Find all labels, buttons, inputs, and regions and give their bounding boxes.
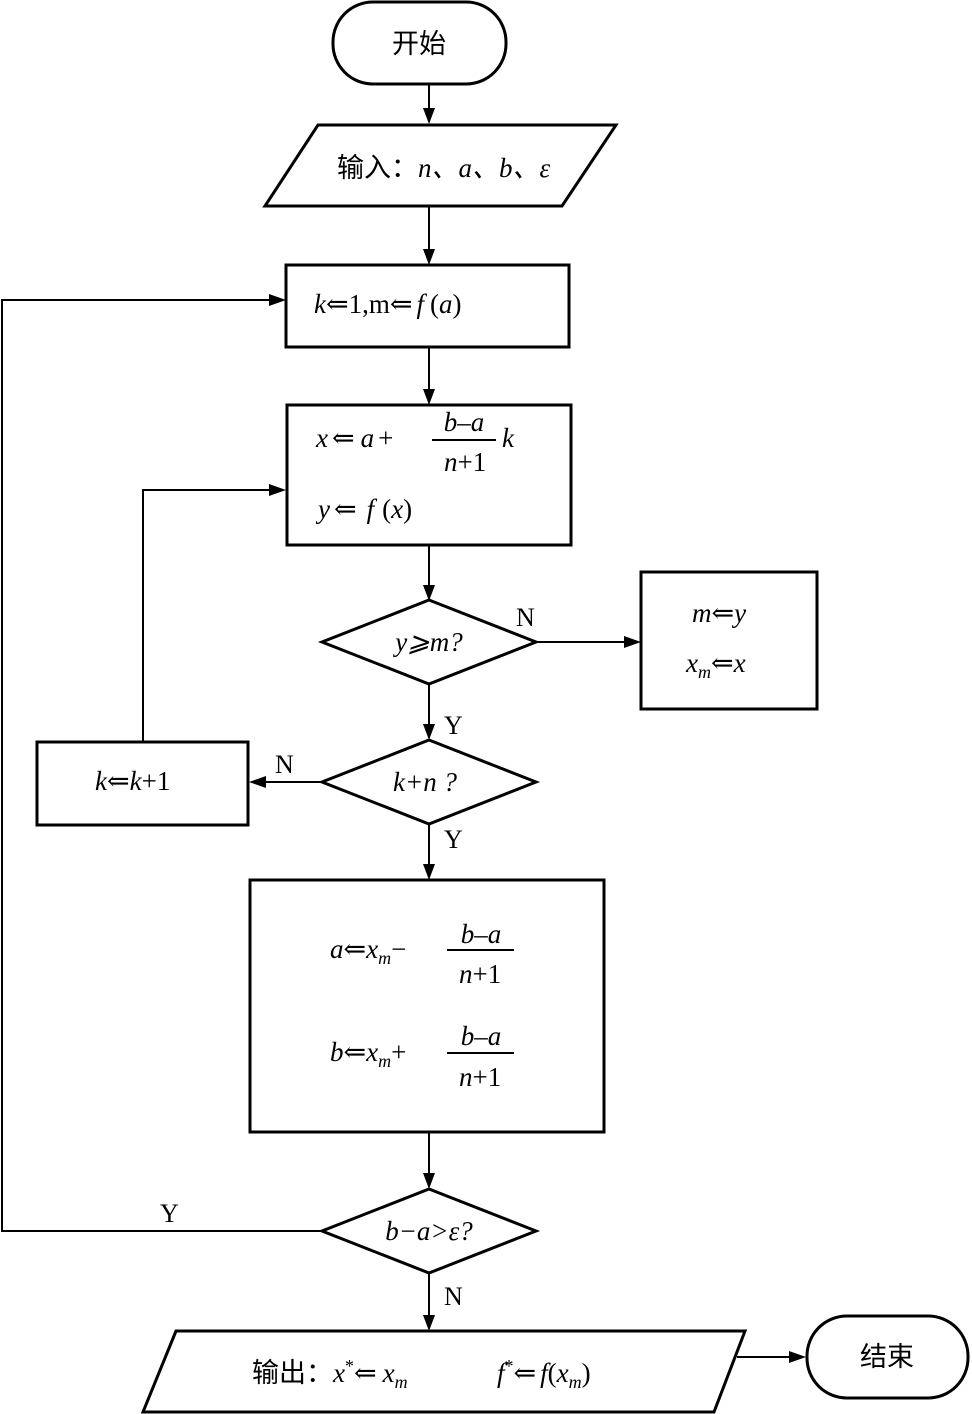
arrowhead: [423, 249, 435, 265]
label-eps-no: N: [444, 1282, 463, 1311]
start-label: 开始: [392, 29, 446, 60]
decision-y-ge-m-label: y⩾m?: [392, 627, 463, 657]
end-terminal: 结束: [805, 1314, 970, 1400]
shrink-b-frac-numerator: b–a: [461, 1021, 502, 1051]
arrowhead: [249, 776, 266, 788]
output-f-formula: f*⇐f(xm): [497, 1356, 591, 1392]
arrowhead: [423, 108, 435, 124]
decision-k-n: k+n ?: [317, 738, 541, 826]
init-formula: k⇐1,m⇐f(a): [314, 289, 462, 319]
compute-frac-numerator: b–a: [444, 407, 485, 437]
output-box: 输出：x*⇐xm f*⇐f(xm): [140, 1329, 748, 1414]
connectors: [1, 84, 806, 1363]
arrowhead: [269, 484, 286, 496]
start-terminal: 开始: [331, 0, 508, 86]
arrowhead: [423, 585, 435, 601]
init-box: k⇐1,m⇐f(a): [284, 263, 571, 349]
arrowhead: [423, 1173, 435, 1189]
arrowhead: [423, 389, 435, 405]
increment-formula: k⇐k+1: [95, 766, 170, 796]
decision-y-ge-m: y⩾m?: [317, 598, 541, 686]
arrowhead: [789, 1351, 806, 1363]
decision-b-a-gt-eps-label: b−a>ε?: [385, 1216, 473, 1246]
label-eps-yes: Y: [160, 1199, 179, 1228]
update-max-box: m⇐y xm⇐x: [639, 570, 819, 711]
shrink-a-frac-denominator: n+1: [459, 959, 501, 989]
arrowhead: [423, 1315, 435, 1331]
update-xm-formula: xm⇐x: [685, 648, 746, 682]
increment-box: k⇐k+1: [35, 740, 250, 827]
label-ym-no: N: [516, 603, 535, 632]
compute-frac-denominator: n+1: [444, 447, 486, 477]
compute-x-formula: x⇐a+: [315, 423, 393, 453]
shrink-box: a⇐xm− b–a n+1 b⇐xm+ b–a n+1: [248, 878, 606, 1134]
output-label: 输出：x*⇐xm: [252, 1356, 408, 1392]
decision-b-a-gt-eps: b−a>ε?: [317, 1187, 541, 1275]
edge-increment-loop: [142, 489, 283, 742]
label-k-no: N: [275, 750, 294, 779]
input-box: 输入：n、a、b、ε: [262, 123, 619, 208]
shrink-a-frac-numerator: b–a: [461, 919, 502, 949]
input-label: 输入：n、a、b、ε: [337, 153, 550, 184]
arrowhead: [269, 294, 286, 306]
compute-y-formula: y⇐f(x): [315, 494, 412, 524]
compute-box: x⇐a+ b–a n+1 k y⇐f(x): [285, 403, 573, 547]
edge-condeps-yes-loop: [1, 299, 321, 1232]
arrowhead: [624, 636, 641, 648]
shrink-b-frac-denominator: n+1: [459, 1062, 501, 1092]
shrink-a-formula: a⇐xm−: [330, 934, 406, 968]
shrink-b-formula: b⇐xm+: [330, 1037, 406, 1071]
arrowhead: [423, 864, 435, 880]
end-label: 结束: [860, 1342, 914, 1373]
arrowhead: [423, 724, 435, 740]
label-ym-yes: Y: [444, 711, 463, 740]
label-k-yes: Y: [444, 825, 463, 854]
update-m-formula: m⇐y: [692, 598, 746, 628]
decision-k-n-label: k+n ?: [393, 767, 457, 797]
compute-k: k: [502, 423, 515, 453]
